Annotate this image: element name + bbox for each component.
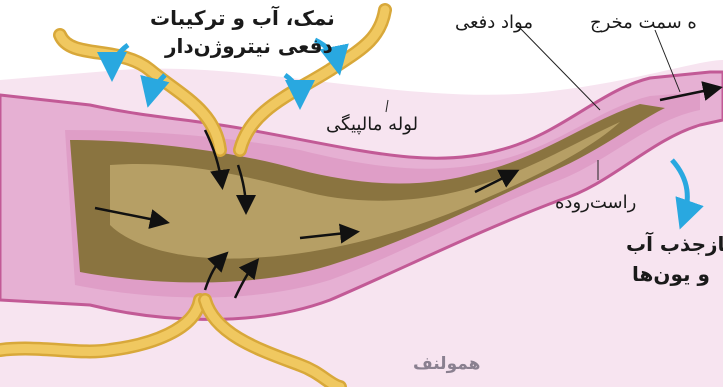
secretion-label-line2: دفعی نیتروژن‌دار xyxy=(165,34,333,58)
toward-exit-label: ه سمت مخرج xyxy=(590,12,697,33)
reabsorption-label-line1: بازجذب آب xyxy=(626,232,723,256)
malpighian-tube-label: لوله مالپیگی xyxy=(326,114,418,135)
rectum-label: راست‌روده xyxy=(555,192,636,213)
hemolymph-label: همولنف xyxy=(413,354,480,374)
excretory-material-label: مواد دفعی xyxy=(455,12,533,33)
reabsorption-label-line2: و یون‌ها xyxy=(632,262,710,286)
secretion-label-line1: نمک، آب و ترکیبات xyxy=(150,6,335,30)
